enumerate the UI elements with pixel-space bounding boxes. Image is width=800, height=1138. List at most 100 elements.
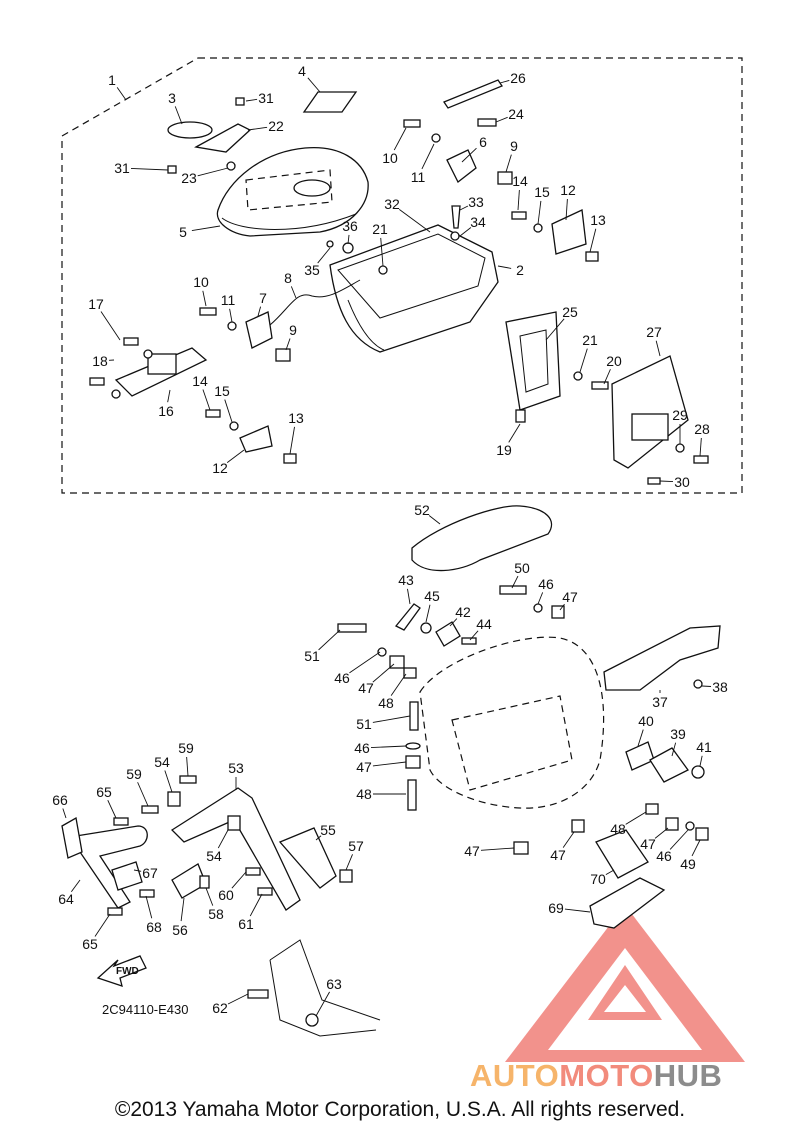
leader-c3: [174, 106, 183, 125]
leader-c31b: [130, 167, 169, 171]
part-2-bottom: [347, 299, 385, 351]
callout-c64: 64: [58, 891, 74, 907]
leader-c12a: [565, 198, 568, 221]
leader-c13b: [289, 426, 295, 455]
part-25-mount: [505, 311, 561, 411]
callout-c22: 22: [268, 118, 284, 134]
saddlebag-ghost-outline: [419, 636, 605, 809]
leader-c33: [459, 205, 469, 211]
callout-c52: 52: [414, 502, 430, 518]
fwd-arrow-icon: FWD: [96, 955, 147, 987]
part-11-washer-a: [431, 133, 441, 143]
leader-c51b: [372, 715, 411, 723]
callout-c47b: 47: [358, 680, 374, 696]
part-34-grommet: [450, 231, 460, 241]
part-25-mount-slot: [519, 329, 549, 393]
part-54-collar-b: [227, 815, 241, 831]
leader-c14a: [517, 189, 520, 211]
leader-c47d: [654, 827, 669, 839]
leader-c66: [62, 808, 67, 819]
callout-c19: 19: [496, 442, 512, 458]
callout-c14a: 14: [512, 173, 528, 189]
leader-c26: [499, 79, 510, 84]
part-2-base: [329, 224, 499, 353]
part-46-washer-d: [685, 821, 695, 831]
callout-c62: 62: [212, 1000, 228, 1016]
callout-c21b: 21: [582, 332, 598, 348]
callout-c10b: 10: [193, 274, 209, 290]
part-47-collar-d: [665, 817, 679, 831]
leader-c28: [699, 437, 702, 457]
callout-c43: 43: [398, 572, 414, 588]
callout-c51b: 51: [356, 716, 372, 732]
leader-c46d: [669, 829, 689, 850]
leader-c24: [495, 116, 508, 123]
leader-c4: [307, 77, 321, 93]
leader-c20: [603, 369, 611, 385]
callout-c20: 20: [606, 353, 622, 369]
part-48-spacer-b: [407, 779, 417, 811]
leader-c34: [459, 227, 472, 237]
leader-c1: [116, 87, 127, 101]
part-3-emblem: [167, 121, 213, 139]
callout-c70: 70: [590, 871, 606, 887]
callout-c13a: 13: [590, 212, 606, 228]
leader-c63: [315, 991, 330, 1017]
leader-c22: [247, 126, 268, 131]
part-21-washer-a: [378, 265, 388, 275]
part-36-collar: [342, 242, 354, 254]
callout-c6: 6: [479, 134, 487, 150]
leader-c54b: [217, 829, 229, 849]
part-47-collar-e: [513, 841, 529, 855]
assembly-1-boundary: [61, 57, 743, 494]
part-30-screw: [647, 477, 661, 485]
part-40-gasket: [625, 741, 655, 771]
callout-c27: 27: [646, 324, 662, 340]
part-31-clip-a: [235, 97, 245, 106]
part-15-washer-b: [229, 421, 239, 431]
watermark-text-moto: MOTO: [559, 1058, 654, 1093]
watermark-text-hub: HUB: [653, 1058, 723, 1093]
leader-c59b: [137, 782, 149, 807]
callout-c28: 28: [694, 421, 710, 437]
callout-c67: 67: [142, 865, 158, 881]
leader-c6: [461, 147, 477, 163]
part-24-bolt: [477, 118, 497, 127]
leader-c52: [428, 515, 441, 525]
callout-c61: 61: [238, 916, 254, 932]
callout-c31b: 31: [114, 160, 130, 176]
callout-c7: 7: [259, 290, 267, 306]
callout-c54b: 54: [206, 848, 222, 864]
leader-c59a: [186, 756, 189, 777]
leader-c47b: [372, 663, 395, 683]
part-69-plate: [589, 877, 666, 929]
part-47-collar-c: [405, 755, 421, 769]
callout-c26: 26: [510, 70, 526, 86]
part-23-washer: [226, 161, 236, 171]
part-48-spacer-a: [403, 667, 417, 679]
leader-c67: [133, 869, 142, 872]
part-19-screw: [515, 409, 526, 423]
callout-c18: 18: [92, 353, 108, 369]
callout-c65a: 65: [96, 784, 112, 800]
callout-c47c: 47: [356, 759, 372, 775]
callout-c56: 56: [172, 922, 188, 938]
leader-c23: [197, 167, 229, 177]
part-5-lid-emblem-recess: [293, 179, 331, 197]
callout-c48c: 48: [610, 821, 626, 837]
leader-c61: [249, 893, 263, 917]
part-5-lid-seam: [221, 213, 357, 230]
watermark-text-auto: AUTO: [470, 1058, 560, 1093]
leader-c45: [425, 604, 431, 623]
callout-c15b: 15: [214, 383, 230, 399]
part-44-rod: [461, 637, 477, 645]
part-63-collar: [305, 1013, 319, 1027]
callout-c2: 2: [516, 262, 524, 278]
callout-c31a: 31: [258, 90, 274, 106]
leader-c58: [205, 887, 214, 906]
part-59-bolt-a: [179, 775, 197, 784]
leader-c65b: [94, 913, 111, 937]
callout-c69: 69: [548, 900, 564, 916]
callout-c68: 68: [146, 919, 162, 935]
leader-c12b: [226, 449, 245, 463]
